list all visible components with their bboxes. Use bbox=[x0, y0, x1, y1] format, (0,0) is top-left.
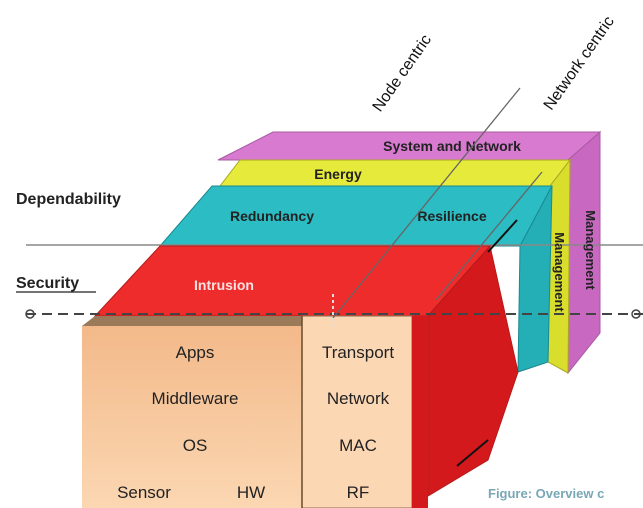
system-network-label: System and Network bbox=[383, 138, 521, 154]
resilience-label: Resilience bbox=[417, 208, 486, 224]
transport-label: Transport bbox=[322, 343, 394, 362]
network-centric-axis bbox=[435, 171, 543, 301]
layer-energy: Energy bbox=[218, 158, 572, 374]
network-label: Network bbox=[327, 389, 390, 408]
network-centric-label: Network centric bbox=[541, 13, 618, 113]
mac-label: MAC bbox=[339, 436, 377, 455]
layer-redundancy-resilience: Redundancy Resilience bbox=[158, 185, 553, 373]
sensor-label: Sensor bbox=[117, 483, 171, 502]
redundancy-label: Redundancy bbox=[230, 208, 314, 224]
management-pink-label: Management bbox=[583, 210, 598, 290]
security-label: Security bbox=[16, 275, 79, 292]
rf-label: RF bbox=[347, 483, 370, 502]
dependability-label: Dependability bbox=[16, 191, 121, 208]
energy-label: Energy bbox=[314, 166, 362, 182]
lower-edge-line bbox=[456, 439, 489, 467]
layer-intrusion: Intrusion bbox=[93, 244, 519, 497]
middleware-label: Middleware bbox=[152, 389, 239, 408]
right-marker-icon bbox=[631, 309, 641, 319]
front-face bbox=[82, 315, 428, 508]
apps-label: Apps bbox=[176, 343, 215, 362]
hw-label: HW bbox=[237, 483, 265, 502]
layer-system-network: System and Network bbox=[217, 130, 602, 375]
node-centric-axis bbox=[332, 87, 521, 319]
node-centric-label: Node centric bbox=[370, 32, 435, 115]
intrusion-label: Intrusion bbox=[194, 277, 254, 293]
left-marker-icon bbox=[25, 309, 35, 319]
management-yellow-label: Management bbox=[552, 232, 567, 312]
os-label: OS bbox=[183, 436, 208, 455]
inner-edge-line bbox=[487, 219, 518, 253]
figure-caption: Figure: Overview c bbox=[488, 486, 605, 501]
